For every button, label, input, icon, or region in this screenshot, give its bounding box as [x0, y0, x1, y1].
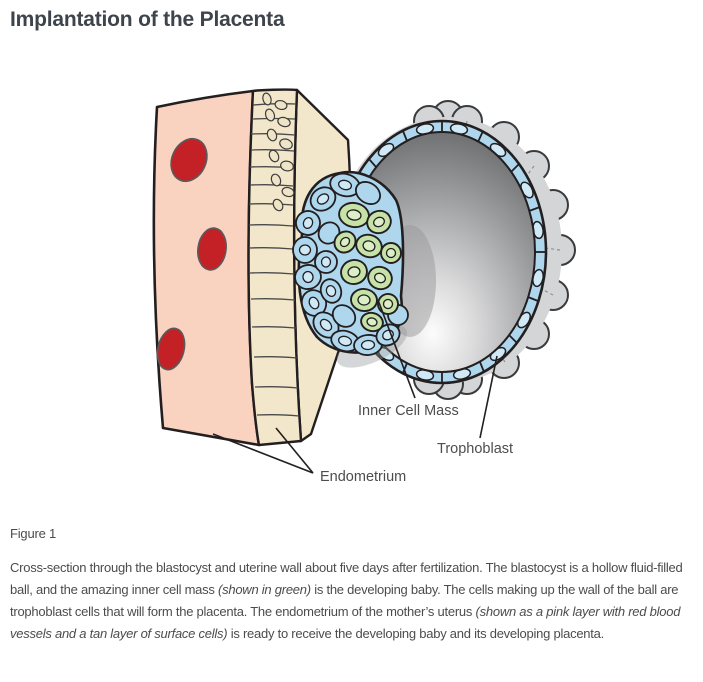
- figure-caption: Cross-section through the blastocyst and…: [10, 557, 693, 645]
- caption-segment: Cross-section through the blastocyst and…: [10, 560, 683, 598]
- leader-line-endometrium-tan: [275, 427, 314, 474]
- page-title: Implantation of the Placenta: [10, 8, 285, 31]
- caption-segment-italic: (shown in green): [218, 582, 311, 598]
- figure-diagram: Inner Cell Mass Trophoblast Endometrium: [0, 53, 703, 506]
- blood-vessels: [156, 138, 227, 371]
- leader-line-endometrium-pink: [212, 433, 314, 474]
- label-endometrium: Endometrium: [320, 469, 406, 485]
- caption-segment: is ready to receive the developing baby …: [227, 626, 605, 642]
- inner-cell-mass-cluster: [333, 202, 402, 333]
- label-inner-cell-mass: Inner Cell Mass: [358, 403, 459, 419]
- page: { "page": { "title": "Implantation of th…: [0, 7, 703, 682]
- leader-line-trophoblast: [479, 356, 498, 439]
- figure-label: Figure 1: [10, 526, 57, 542]
- ring-cell-borders: [368, 121, 546, 384]
- surface-cell-nuclei: [262, 92, 295, 212]
- placenta-diagram: Inner Cell Mass Trophoblast Endometrium: [152, 88, 576, 485]
- leader-line-inner-cell-mass: [377, 299, 416, 399]
- leader-lines: [212, 299, 498, 474]
- ring-cell-nuclei: [377, 123, 544, 382]
- caption-segment: is the developing baby. The cells making…: [10, 582, 679, 620]
- caption-segment-italic: (shown as a pink layer with red blood ve…: [10, 604, 681, 642]
- label-trophoblast: Trophoblast: [437, 441, 513, 457]
